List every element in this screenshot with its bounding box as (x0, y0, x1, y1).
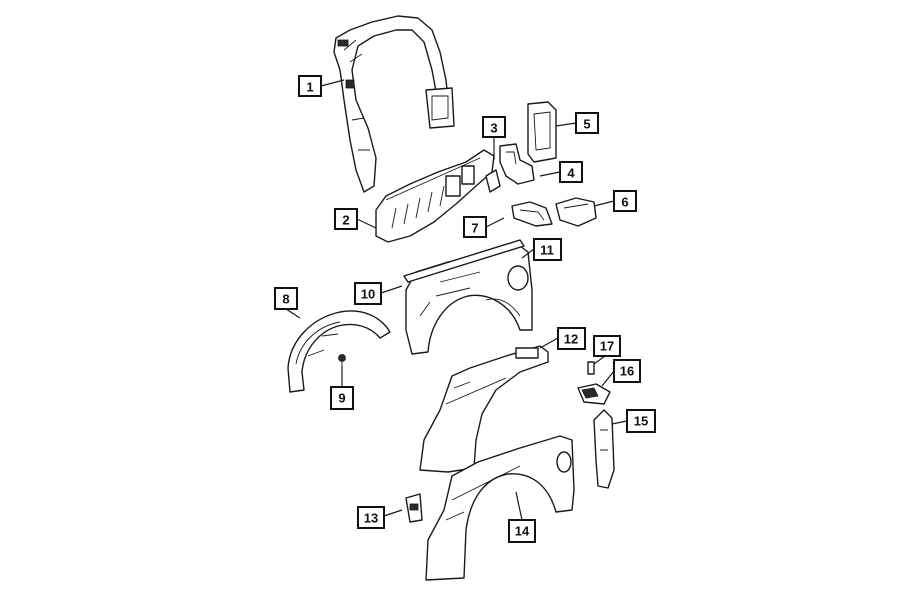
callout-6: 6 (613, 190, 637, 212)
part-10-strip (403, 239, 525, 283)
leader-lines (285, 79, 628, 521)
callout-3-label: 3 (490, 121, 497, 136)
callout-5-label: 5 (583, 117, 590, 132)
callout-7-label: 7 (471, 221, 478, 236)
callout-4-label: 4 (567, 166, 575, 181)
callout-15: 15 (626, 409, 656, 433)
callout-14-label: 14 (515, 524, 530, 539)
part-4-bracket (499, 143, 535, 185)
part-8-liner (287, 310, 391, 393)
callout-11-label: 11 (540, 243, 554, 258)
callout-11: 11 (533, 238, 562, 261)
part-12-outer-panel (419, 345, 549, 473)
part-7-bracket (511, 201, 553, 227)
callout-6-label: 6 (621, 195, 628, 210)
part-17-pin (587, 361, 595, 375)
callout-8: 8 (274, 287, 298, 310)
callout-13-label: 13 (364, 511, 378, 526)
part-9-fastener (338, 354, 346, 368)
callout-14: 14 (508, 519, 536, 543)
callout-13: 13 (357, 506, 385, 529)
callout-9: 9 (330, 386, 354, 410)
callout-1-label: 1 (306, 80, 313, 95)
part-6-bracket (555, 197, 597, 227)
callout-8-label: 8 (282, 292, 289, 307)
callout-9-label: 9 (338, 391, 345, 406)
callout-12-label: 12 (564, 332, 578, 347)
part-5-panel (527, 101, 557, 163)
callout-12: 12 (557, 327, 586, 350)
callout-15-label: 15 (634, 414, 648, 429)
callout-16-label: 16 (620, 364, 634, 379)
callout-3: 3 (482, 116, 506, 138)
callout-16: 16 (613, 359, 641, 383)
part-13-bracket (405, 493, 423, 523)
part-16-clip (577, 383, 611, 405)
part-15-corner (593, 409, 615, 489)
part-14-outer-fender (425, 435, 575, 581)
part-1-pillar (333, 15, 455, 193)
callout-7: 7 (463, 216, 487, 238)
part-3-plate (485, 169, 501, 193)
callout-10: 10 (354, 282, 382, 305)
callout-2-label: 2 (342, 213, 349, 228)
callout-5: 5 (575, 112, 599, 134)
part-2-inner-frame (375, 149, 495, 243)
callout-1: 1 (298, 75, 322, 97)
callout-4: 4 (559, 161, 583, 183)
callout-2: 2 (334, 208, 358, 230)
callout-17-label: 17 (600, 339, 614, 354)
callout-17: 17 (593, 335, 621, 357)
callout-10-label: 10 (361, 287, 375, 302)
